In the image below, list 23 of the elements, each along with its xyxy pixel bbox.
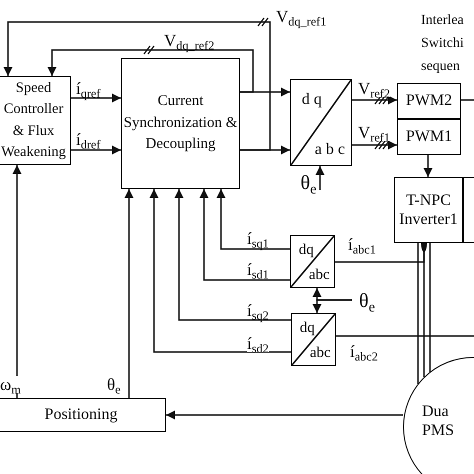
edge-label: ω$_{m}$ <box>0 376 21 393</box>
positioning-block: Positioning <box>0 398 166 432</box>
pwm-block: PWM1 <box>397 119 461 155</box>
edge-label: V$_{ref2}$ <box>358 80 390 97</box>
edge-label: í$_{abc2}$ <box>350 343 378 360</box>
transform-block: dq abc <box>291 313 336 366</box>
note-text: sequen <box>421 60 460 74</box>
decoupling-block: Current Synchronization & Decoupling <box>121 58 240 189</box>
transform-block: dq abc <box>290 235 335 288</box>
edge-label: θ$_{e}$ <box>107 376 121 393</box>
angle-symbol: θ$_{e}$ <box>352 288 382 314</box>
edge-label: í$_{sd1}$ <box>247 261 269 278</box>
edge-label: í$_{abc1}$ <box>348 236 376 253</box>
transform-block: d q a b c <box>290 79 352 166</box>
motor-circle: Dua PMS <box>403 357 474 474</box>
angle-symbol: θ$_{e}$ <box>297 170 320 196</box>
note-text: Interlea <box>421 14 464 28</box>
inverter-block: T-NPC Inverter1 <box>394 177 463 243</box>
controller-block: Speed Controller & Flux Weakening <box>0 76 71 165</box>
note-text: Switchi <box>421 37 464 51</box>
edge-label: í$_{dref}$ <box>76 131 100 148</box>
edge-label: V$_{ref1}$ <box>358 124 390 141</box>
pwm-block: PWM2 <box>397 83 461 119</box>
